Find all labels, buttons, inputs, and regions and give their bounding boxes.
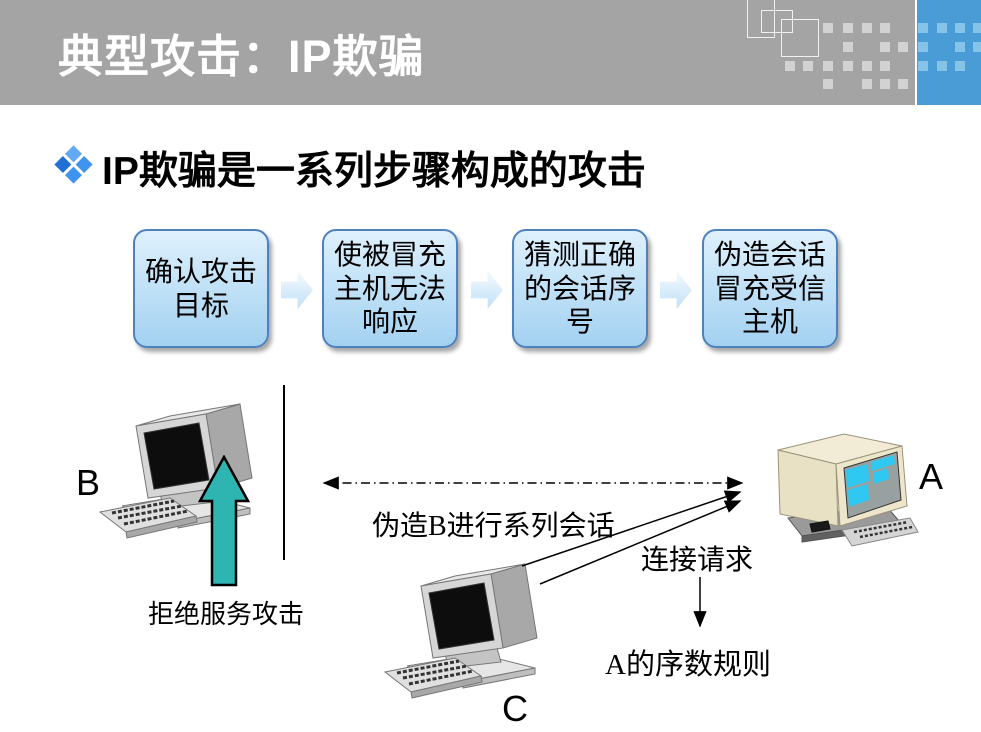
- flow-step-1: 确认攻击 目标: [133, 229, 269, 348]
- flow-step-2: 使被冒充 主机无法 响应: [322, 229, 458, 348]
- accent-squares-grid: [918, 23, 928, 33]
- computer-c-icon: [383, 563, 538, 699]
- sequence-rule-label: A的序数规则: [605, 649, 771, 681]
- forged-session-label: 伪造B进行系列会话: [372, 511, 615, 542]
- flow-arrow-icon: [471, 271, 503, 309]
- diamond-bullet-icon: [54, 145, 93, 184]
- deco-outline-square: [747, 0, 775, 38]
- flow-arrow-icon: [281, 271, 313, 309]
- flow-step-4: 伪造会话 冒充受信 主机: [702, 229, 838, 348]
- node-label-c: C: [502, 688, 528, 729]
- flow-step-3: 猜测正确 的会话序 号: [512, 229, 648, 348]
- dos-attack-label: 拒绝服务攻击: [148, 600, 305, 629]
- connect-request-label: 连接请求: [641, 545, 754, 576]
- slide-title: 典型攻击：IP欺骗: [58, 31, 425, 82]
- node-label-b: B: [76, 462, 101, 503]
- deco-outline-square: [761, 10, 793, 33]
- node-label-a: A: [919, 456, 944, 497]
- computer-a-icon: [777, 433, 919, 547]
- deco-outline-square: [781, 19, 819, 57]
- deco-squares-grid: [823, 23, 833, 33]
- accent-block: [917, 0, 981, 105]
- slide-header: 典型攻击：IP欺骗: [0, 0, 915, 105]
- flow-arrow-icon: [660, 271, 692, 309]
- dos-up-arrow-icon: [198, 455, 250, 587]
- bullet-heading: IP欺骗是一系列步骤构成的攻击: [102, 150, 646, 193]
